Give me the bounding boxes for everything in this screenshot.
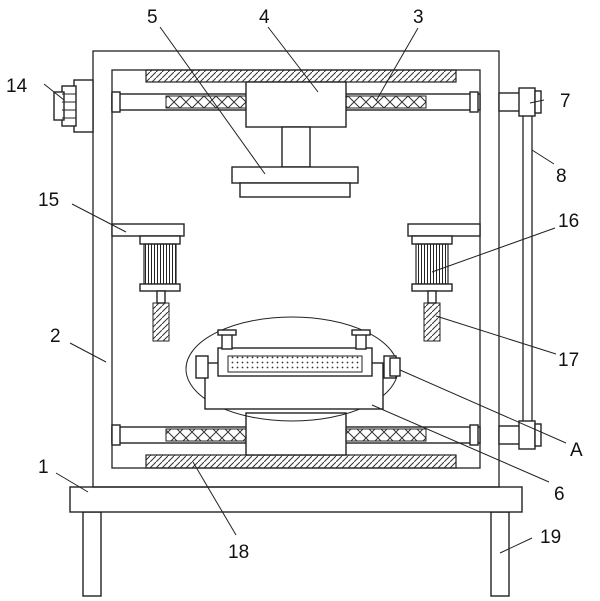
support-legs: [82, 511, 510, 597]
base-plate: [69, 486, 523, 513]
callout-A: A: [570, 440, 583, 461]
callout-17: 17: [558, 350, 579, 371]
callout-4: 4: [259, 7, 270, 28]
callout-8: 8: [556, 166, 567, 187]
callout-1: 1: [38, 457, 49, 478]
callout-3: 3: [413, 7, 424, 28]
clamp-assembly: [185, 316, 401, 422]
bottom-slider: [245, 412, 347, 456]
callout-14: 14: [6, 76, 28, 97]
callout-5: 5: [147, 7, 158, 28]
leader-lines: [43, 26, 567, 554]
motor: [53, 79, 94, 133]
callout-7: 7: [560, 91, 571, 112]
callout-2: 2: [50, 326, 61, 347]
belt-drive: [498, 87, 542, 450]
callout-6: 6: [554, 484, 565, 505]
callout-19: 19: [540, 527, 561, 548]
left-cylinder-assembly: [111, 223, 185, 342]
callout-16: 16: [558, 211, 579, 232]
press-head: [231, 126, 359, 198]
top-slider: [245, 81, 347, 128]
right-cylinder-assembly: [407, 223, 481, 342]
callout-labels: 1 2 3 4 5 6 7 8 14 15 16 17 18 19 A: [6, 7, 583, 563]
bottom-rail: [145, 454, 457, 469]
callout-18: 18: [228, 542, 249, 563]
callout-15: 15: [38, 190, 59, 211]
